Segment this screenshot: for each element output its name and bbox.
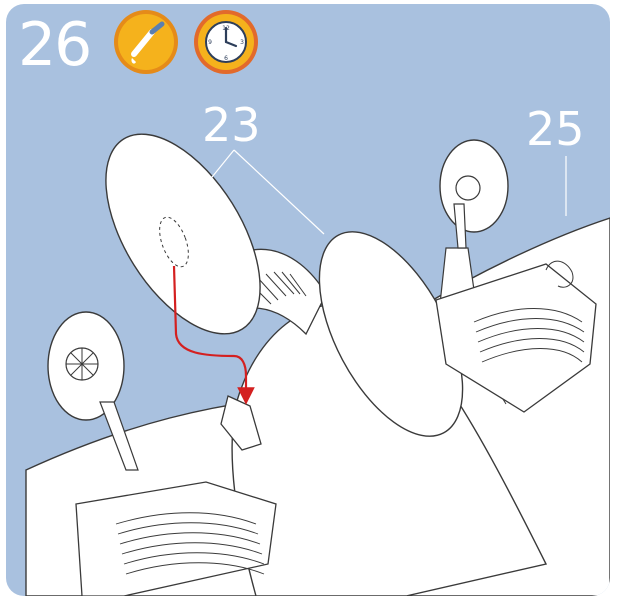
svg-text:12: 12	[222, 25, 230, 32]
callout-part-23: 23	[202, 102, 261, 148]
step-number: 26	[18, 8, 90, 82]
callout-part-25: 25	[526, 106, 585, 152]
svg-text:3: 3	[240, 39, 244, 46]
assembly-illustration	[6, 4, 610, 596]
svg-text:9: 9	[208, 39, 212, 46]
glue-icon	[112, 8, 180, 76]
clock-icon: 12 3 6 9	[192, 8, 260, 76]
svg-text:6: 6	[224, 55, 228, 62]
instruction-panel: 26 12 3 6 9 23 25	[6, 4, 610, 596]
